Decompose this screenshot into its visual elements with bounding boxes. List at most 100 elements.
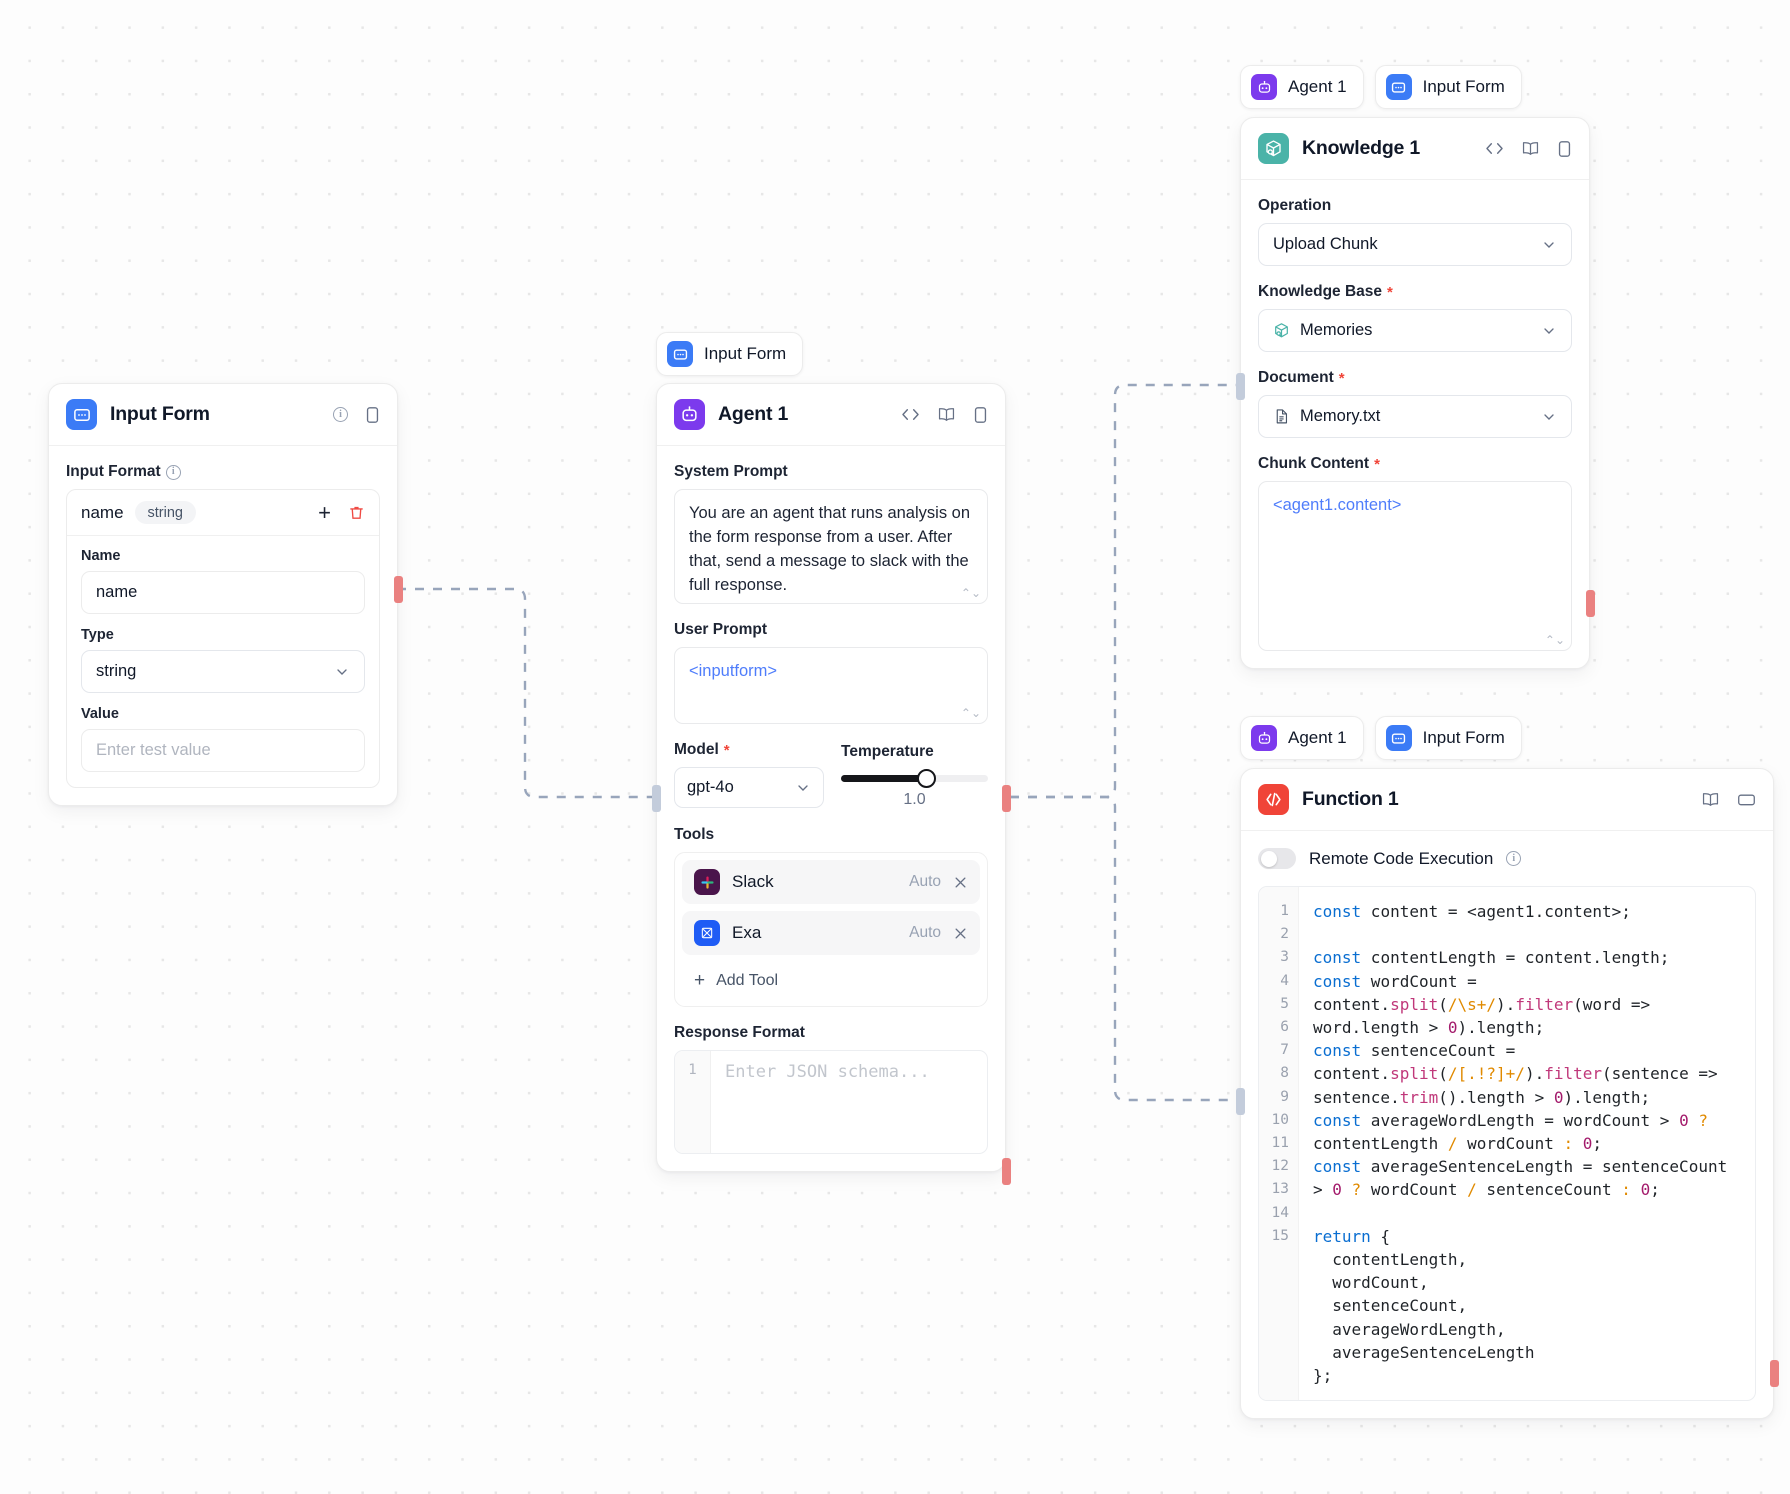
form-icon: [66, 399, 97, 430]
resize-grip-icon[interactable]: ⌃⌄: [960, 706, 981, 720]
info-icon[interactable]: i: [165, 464, 181, 480]
chevron-down-icon: [1541, 237, 1557, 253]
panel-icon[interactable]: [365, 406, 380, 424]
operation-select-value: Upload Chunk: [1273, 235, 1378, 253]
operation-select[interactable]: Upload Chunk: [1258, 223, 1572, 266]
input-form-header-actions: i: [333, 406, 380, 424]
temperature-knob[interactable]: [916, 768, 936, 788]
knowledge-icon: [1258, 133, 1289, 164]
function-header-actions: [1701, 791, 1756, 808]
remote-code-execution-label: Remote Code Execution: [1309, 848, 1494, 868]
chip-agent-1[interactable]: Agent 1: [1240, 716, 1364, 760]
output-handle-function[interactable]: [1770, 1360, 1779, 1387]
code-line-number: 5: [1280, 995, 1289, 1012]
remove-tool-icon[interactable]: [953, 926, 968, 941]
code-line-number: 7: [1280, 1042, 1289, 1059]
required-asterisk: *: [723, 741, 730, 759]
panel-icon[interactable]: [973, 406, 988, 424]
output-handle-knowledge[interactable]: [1586, 590, 1595, 617]
required-asterisk: *: [1374, 455, 1380, 473]
chunk-content-textarea[interactable]: <agent1.content> ⌃⌄: [1258, 481, 1572, 651]
chip-agent-1[interactable]: Agent 1: [1240, 65, 1364, 109]
input-form-body: Input Format i name string +: [49, 446, 397, 805]
tools-list: Slack Auto Exa Auto: [674, 852, 988, 1007]
code-line-number: 13: [1271, 1181, 1289, 1198]
input-handle-knowledge[interactable]: [1236, 373, 1245, 400]
chip-label: Agent 1: [1288, 77, 1347, 96]
tool-mode[interactable]: Auto: [909, 873, 941, 890]
document-label: Document *: [1258, 369, 1345, 387]
model-label: Model *: [674, 741, 730, 759]
code-line-number: 9: [1280, 1088, 1289, 1105]
knowledge-base-value: Memories: [1300, 321, 1373, 339]
input-handle-function[interactable]: [1236, 1088, 1245, 1115]
knowledge-header: Knowledge 1: [1241, 118, 1589, 180]
code-line-number: 8: [1280, 1065, 1289, 1082]
info-icon[interactable]: i: [333, 407, 348, 422]
input-form-header: Input Form i: [49, 384, 397, 446]
knowledge-base-select[interactable]: Memories: [1258, 309, 1572, 352]
code-icon[interactable]: [901, 407, 920, 422]
node-knowledge-1[interactable]: Knowledge 1 Operation Upload Chunk: [1240, 117, 1590, 669]
info-icon[interactable]: i: [1506, 851, 1522, 866]
panel-icon[interactable]: [1557, 140, 1572, 158]
remote-code-execution-toggle[interactable]: [1258, 848, 1296, 869]
chip-input-form[interactable]: Input Form: [1374, 716, 1522, 760]
field-name-chip: name: [81, 502, 124, 522]
chip-label: Agent 1: [1288, 728, 1347, 747]
name-label: Name: [81, 548, 121, 564]
node-input-form[interactable]: Input Form i Input Format i name string …: [48, 383, 398, 806]
field-type-tag: string: [134, 501, 196, 524]
window-icon[interactable]: [1737, 792, 1756, 807]
tool-mode[interactable]: Auto: [909, 924, 941, 941]
chevron-down-icon: [1541, 409, 1557, 425]
system-prompt-textarea[interactable]: You are an agent that runs analysis on t…: [674, 489, 988, 604]
temperature-slider[interactable]: [841, 768, 988, 788]
code-line-number: 14: [1271, 1204, 1289, 1221]
tool-row[interactable]: Exa Auto: [682, 911, 980, 955]
code-line-number: 10: [1271, 1111, 1289, 1128]
response-format-editor[interactable]: 1 Enter JSON schema...: [674, 1050, 988, 1154]
value-input[interactable]: Enter test value: [81, 729, 365, 772]
knowledge-input-chips: Agent 1 Input Form: [1240, 65, 1522, 109]
input-format-fields: Name name Type string Value Enter test v…: [67, 536, 379, 787]
input-format-group: name string + Name name: [66, 489, 380, 788]
book-icon[interactable]: [1701, 791, 1720, 808]
chip-input-form[interactable]: Input Form: [656, 332, 804, 376]
input-handle-agent[interactable]: [652, 785, 661, 812]
book-icon[interactable]: [937, 406, 956, 423]
output-handle-agent-secondary[interactable]: [1002, 1158, 1011, 1185]
type-select[interactable]: string: [81, 650, 365, 693]
output-handle-input-form[interactable]: [394, 576, 403, 603]
model-select[interactable]: gpt-4o: [674, 767, 824, 808]
node-agent-1[interactable]: Agent 1 System Prompt You are an agent t…: [656, 383, 1006, 1172]
system-prompt-value: You are an agent that runs analysis on t…: [689, 504, 971, 594]
resize-grip-icon[interactable]: ⌃⌄: [1544, 633, 1565, 647]
book-icon[interactable]: [1521, 140, 1540, 157]
add-tool-button[interactable]: + Add Tool: [682, 962, 980, 999]
name-input[interactable]: name: [81, 571, 365, 614]
chip-input-form[interactable]: Input Form: [1374, 65, 1522, 109]
chevron-down-icon: [1541, 323, 1557, 339]
code-line-number: 15: [1271, 1227, 1289, 1244]
tool-row[interactable]: Slack Auto: [682, 860, 980, 904]
user-prompt-textarea[interactable]: <inputform> ⌃⌄: [674, 647, 988, 724]
delete-field-button[interactable]: [348, 504, 365, 521]
resize-grip-icon[interactable]: ⌃⌄: [960, 586, 981, 600]
response-format-label: Response Format: [674, 1024, 805, 1041]
code-icon[interactable]: [1485, 141, 1504, 156]
code-line-number: 1: [1280, 903, 1289, 919]
line-number: 1: [675, 1051, 711, 1153]
agent-header: Agent 1: [657, 384, 1005, 446]
document-select[interactable]: Memory.txt: [1258, 395, 1572, 438]
input-format-row-header[interactable]: name string +: [67, 490, 379, 536]
remove-tool-icon[interactable]: [953, 875, 968, 890]
add-field-button[interactable]: +: [318, 499, 331, 525]
code-content[interactable]: const content = <agent1.content>; const …: [1313, 902, 1737, 1386]
response-format-placeholder: Enter JSON schema...: [725, 1062, 930, 1082]
node-title: Agent 1: [718, 403, 789, 425]
output-handle-agent[interactable]: [1002, 785, 1011, 812]
